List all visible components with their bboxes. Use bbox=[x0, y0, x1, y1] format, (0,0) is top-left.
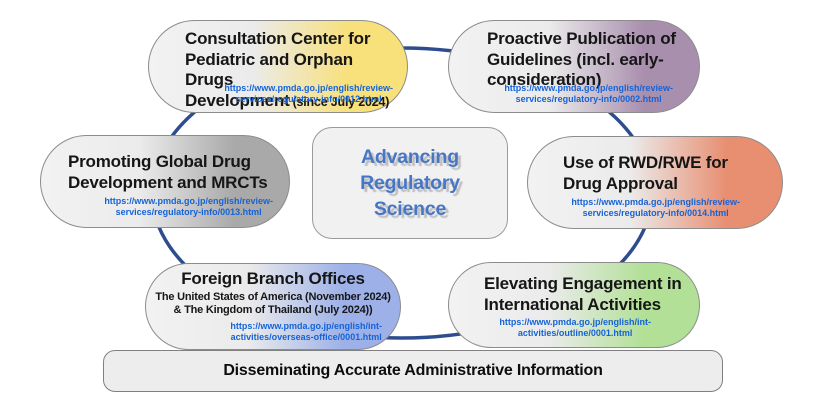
bubble-title: Use of RWD/RWE for Drug Approval bbox=[563, 153, 728, 193]
bubble-consultation-center: Consultation Center for Pediatric and Or… bbox=[148, 20, 408, 113]
bubble-subtitle: The United States of America (November 2… bbox=[155, 290, 391, 317]
bubble-proactive-publication: Proactive Publication of Guidelines (inc… bbox=[448, 20, 700, 113]
bottom-bar-dissemination: Disseminating Accurate Administrative In… bbox=[103, 350, 723, 392]
bubble-international-activities: Elevating Engagement in International Ac… bbox=[448, 262, 700, 348]
center-box-advancing-regulatory-science: Advancing Regulatory Science bbox=[312, 127, 508, 239]
bubble-foreign-branch-offices: Foreign Branch Offices The United States… bbox=[145, 263, 401, 350]
bubble-title-text: Consultation Center for Pediatric and Or… bbox=[185, 29, 371, 110]
bubble-url-link[interactable]: https://www.pmda.go.jp/english/review- s… bbox=[504, 83, 673, 104]
bubble-url-link[interactable]: https://www.pmda.go.jp/english/int- acti… bbox=[230, 321, 382, 342]
bubble-global-drug-development: Promoting Global Drug Development and MR… bbox=[40, 135, 290, 228]
bubble-title: Proactive Publication of Guidelines (inc… bbox=[487, 29, 676, 89]
bubble-url-link[interactable]: https://www.pmda.go.jp/english/review- s… bbox=[104, 196, 273, 217]
bubble-url-link[interactable]: https://www.pmda.go.jp/english/int- acti… bbox=[499, 317, 651, 338]
bubble-title: Elevating Engagement in International Ac… bbox=[484, 274, 682, 314]
bubble-title: Consultation Center for Pediatric and Or… bbox=[185, 29, 397, 112]
bubble-url-link[interactable]: https://www.pmda.go.jp/english/review- s… bbox=[571, 197, 740, 218]
bubble-title: Foreign Branch Offices bbox=[181, 269, 365, 288]
bubble-title: Promoting Global Drug Development and MR… bbox=[68, 152, 268, 192]
bottom-bar-label: Disseminating Accurate Administrative In… bbox=[223, 362, 603, 379]
bubble-url-link[interactable]: https://www.pmda.go.jp/english/review- s… bbox=[224, 83, 393, 104]
bubble-rwd-rwe: Use of RWD/RWE for Drug Approval https:/… bbox=[527, 136, 783, 229]
center-title: Advancing Regulatory Science bbox=[360, 146, 460, 220]
bubble-title-suffix: (since July 2024) bbox=[292, 94, 390, 109]
